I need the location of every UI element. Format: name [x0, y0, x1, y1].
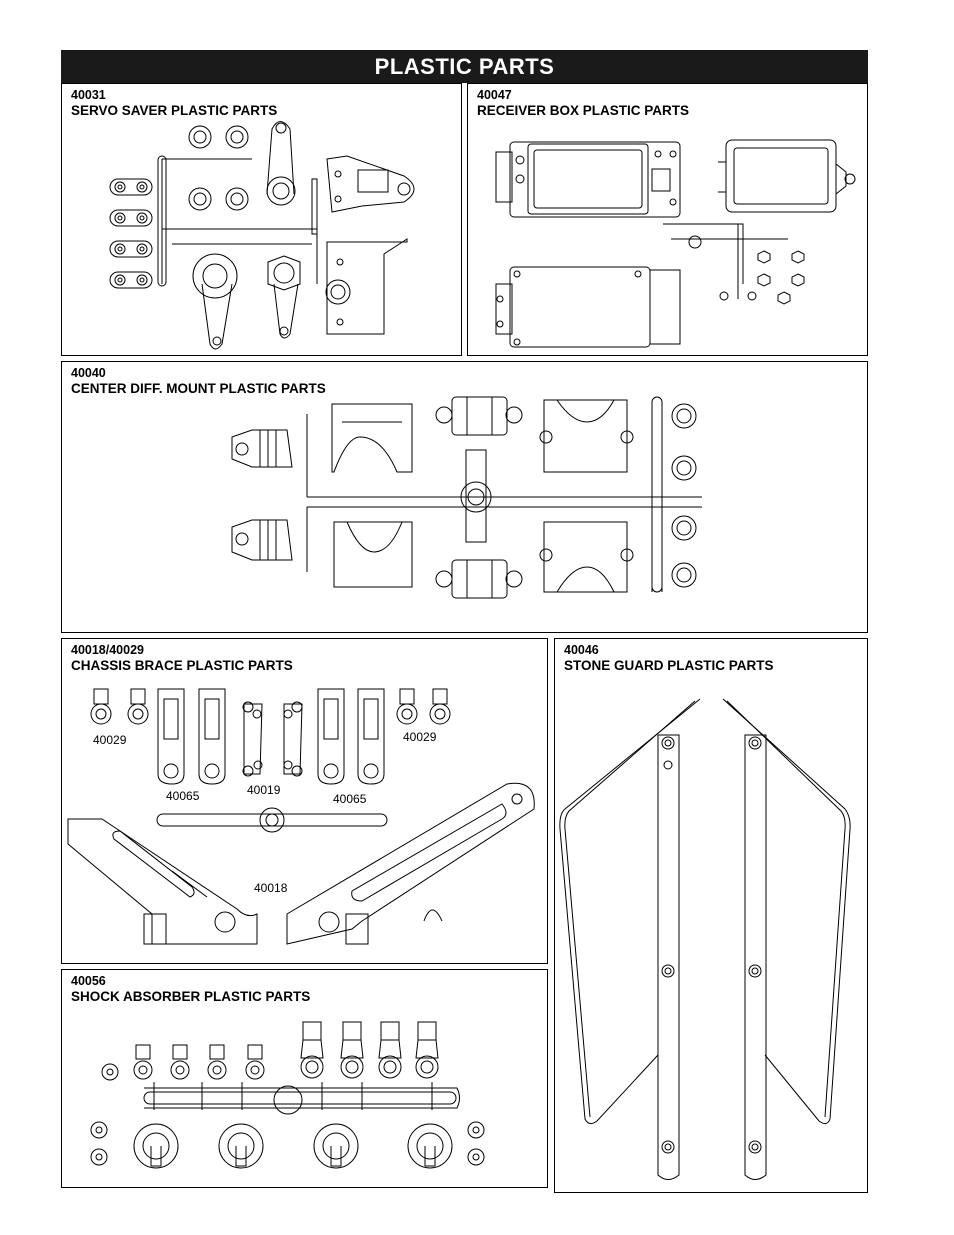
part-label-40019: 40019: [247, 783, 281, 797]
panel-servo-saver: 40031 SERVO SAVER PLASTIC PARTS: [61, 83, 462, 356]
stone-guard-drawing: [555, 639, 869, 1194]
part-code: 40018/40029: [71, 643, 144, 657]
part-name: SHOCK ABSORBER PLASTIC PARTS: [71, 989, 311, 1004]
chassis-brace-drawing: [62, 639, 549, 965]
part-name: RECEIVER BOX PLASTIC PARTS: [477, 103, 690, 118]
panel-stone-guard: 40046 STONE GUARD PLASTIC PARTS: [554, 638, 868, 1193]
part-code: 40040: [71, 366, 106, 380]
shock-absorber-drawing: [62, 970, 549, 1189]
part-code: 40031: [71, 88, 106, 102]
part-name: CENTER DIFF. MOUNT PLASTIC PARTS: [71, 381, 326, 396]
part-label-40029-left: 40029: [93, 733, 127, 747]
part-label-40029-right: 40029: [403, 730, 437, 744]
part-label-40018: 40018: [254, 881, 288, 895]
part-code: 40047: [477, 88, 512, 102]
receiver-box-drawing: [468, 84, 869, 357]
part-code: 40056: [71, 974, 106, 988]
part-label-40065-left: 40065: [166, 789, 200, 803]
part-code: 40046: [564, 643, 599, 657]
panel-receiver-box: 40047 RECEIVER BOX PLASTIC PARTS: [467, 83, 868, 356]
page-title: PLASTIC PARTS: [61, 50, 868, 83]
panel-shock-absorber: 40056 SHOCK ABSORBER PLASTIC PARTS: [61, 969, 548, 1188]
panel-center-diff: 40040 CENTER DIFF. MOUNT PLASTIC PARTS: [61, 361, 868, 633]
center-diff-drawing: [62, 362, 869, 634]
part-label-40065-right: 40065: [333, 792, 367, 806]
part-name: SERVO SAVER PLASTIC PARTS: [71, 103, 278, 118]
panel-chassis-brace: 40018/40029 CHASSIS BRACE PLASTIC PARTS …: [61, 638, 548, 964]
part-name: CHASSIS BRACE PLASTIC PARTS: [71, 658, 293, 673]
part-name: STONE GUARD PLASTIC PARTS: [564, 658, 774, 673]
servo-saver-drawing: [62, 84, 463, 357]
